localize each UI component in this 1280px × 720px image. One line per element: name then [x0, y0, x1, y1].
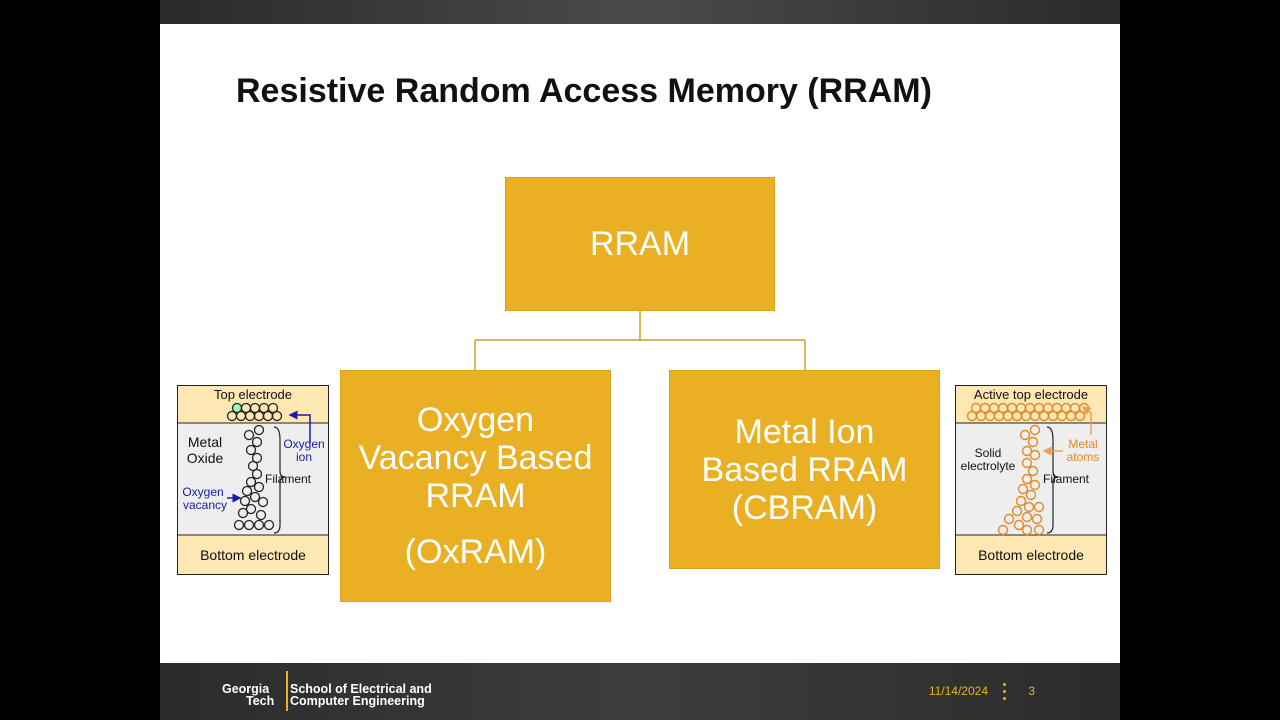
- footer-dots-icon: [1003, 683, 1007, 704]
- school-name-line-1: School of Electrical and: [290, 682, 432, 696]
- logo-tech: Tech: [246, 694, 275, 708]
- rram-root-label: RRAM: [589, 225, 691, 263]
- footer-bar: Georgia Tech School of Electrical and Co…: [160, 663, 1120, 720]
- slide-title: Resistive Random Access Memory (RRAM): [236, 72, 932, 110]
- oxram-line-3: RRAM: [425, 477, 526, 515]
- school-name-line-2: Computer Engineering: [290, 694, 425, 708]
- right-bottom-electrode-label: Bottom electrode: [978, 547, 1084, 563]
- cbram-line-3: (CBRAM): [731, 488, 878, 527]
- right-filament-label: Filament: [1043, 472, 1090, 486]
- left-filament-label: Filament: [265, 472, 312, 486]
- left-material-line-1: Metal: [188, 434, 222, 450]
- oxygen-vacancy-filament: [233, 424, 275, 531]
- metal-atoms-arrow-icon: [1081, 406, 1092, 435]
- oxram-cell-diagram: Top electrode Metal Oxide Oxygen ion Fil…: [177, 385, 329, 575]
- cbram-line-1: Metal Ion: [734, 412, 875, 451]
- oxygen-ion-label-2: ion: [296, 450, 312, 464]
- cbram-line-2: Based RRAM: [701, 450, 908, 489]
- filament-bracket-icon: [273, 426, 286, 534]
- metal-atoms-label-1: Metal: [1068, 437, 1097, 451]
- oxygen-ion-cluster: [226, 402, 283, 422]
- slide-date: 11/14/2024: [928, 684, 988, 698]
- slide-page-number: 3: [1028, 684, 1035, 698]
- connector-lines: [474, 311, 806, 370]
- right-material-line-2: electrolyte: [961, 459, 1016, 473]
- oxram-line-1: Oxygen: [416, 401, 535, 439]
- logo-divider: [286, 671, 288, 711]
- cbram-cell-diagram: Active top electrode Solid electrolyte M…: [955, 385, 1107, 575]
- top-bar: [160, 0, 1120, 24]
- logo-georgia: Georgia: [222, 682, 270, 696]
- oxram-box: Oxygen Vacancy Based RRAM (OxRAM): [340, 370, 611, 602]
- filament-bracket-icon: [1046, 426, 1059, 534]
- cbram-box: Metal Ion Based RRAM (CBRAM): [669, 370, 940, 569]
- oxygen-vacancy-label-1: Oxygen: [182, 485, 223, 499]
- rram-root-box: RRAM: [505, 177, 775, 311]
- oxygen-ion-arrow-icon: [288, 410, 311, 443]
- oxram-line-4: (OxRAM): [404, 533, 547, 571]
- metal-atoms-label-2: atoms: [1067, 450, 1100, 464]
- left-top-electrode-label: Top electrode: [214, 387, 292, 402]
- right-material-line-1: Solid: [975, 446, 1002, 460]
- left-material-line-2: Oxide: [187, 450, 224, 466]
- oxygen-ion-label-1: Oxygen: [283, 437, 324, 451]
- oxygen-vacancy-label-2: vacancy: [183, 498, 227, 512]
- metal-filament: [997, 424, 1045, 536]
- left-bottom-electrode-label: Bottom electrode: [200, 547, 306, 563]
- oxram-line-2: Vacancy Based: [358, 439, 593, 477]
- right-top-electrode-label: Active top electrode: [974, 387, 1088, 402]
- slide: Resistive Random Access Memory (RRAM) RR…: [160, 0, 1120, 720]
